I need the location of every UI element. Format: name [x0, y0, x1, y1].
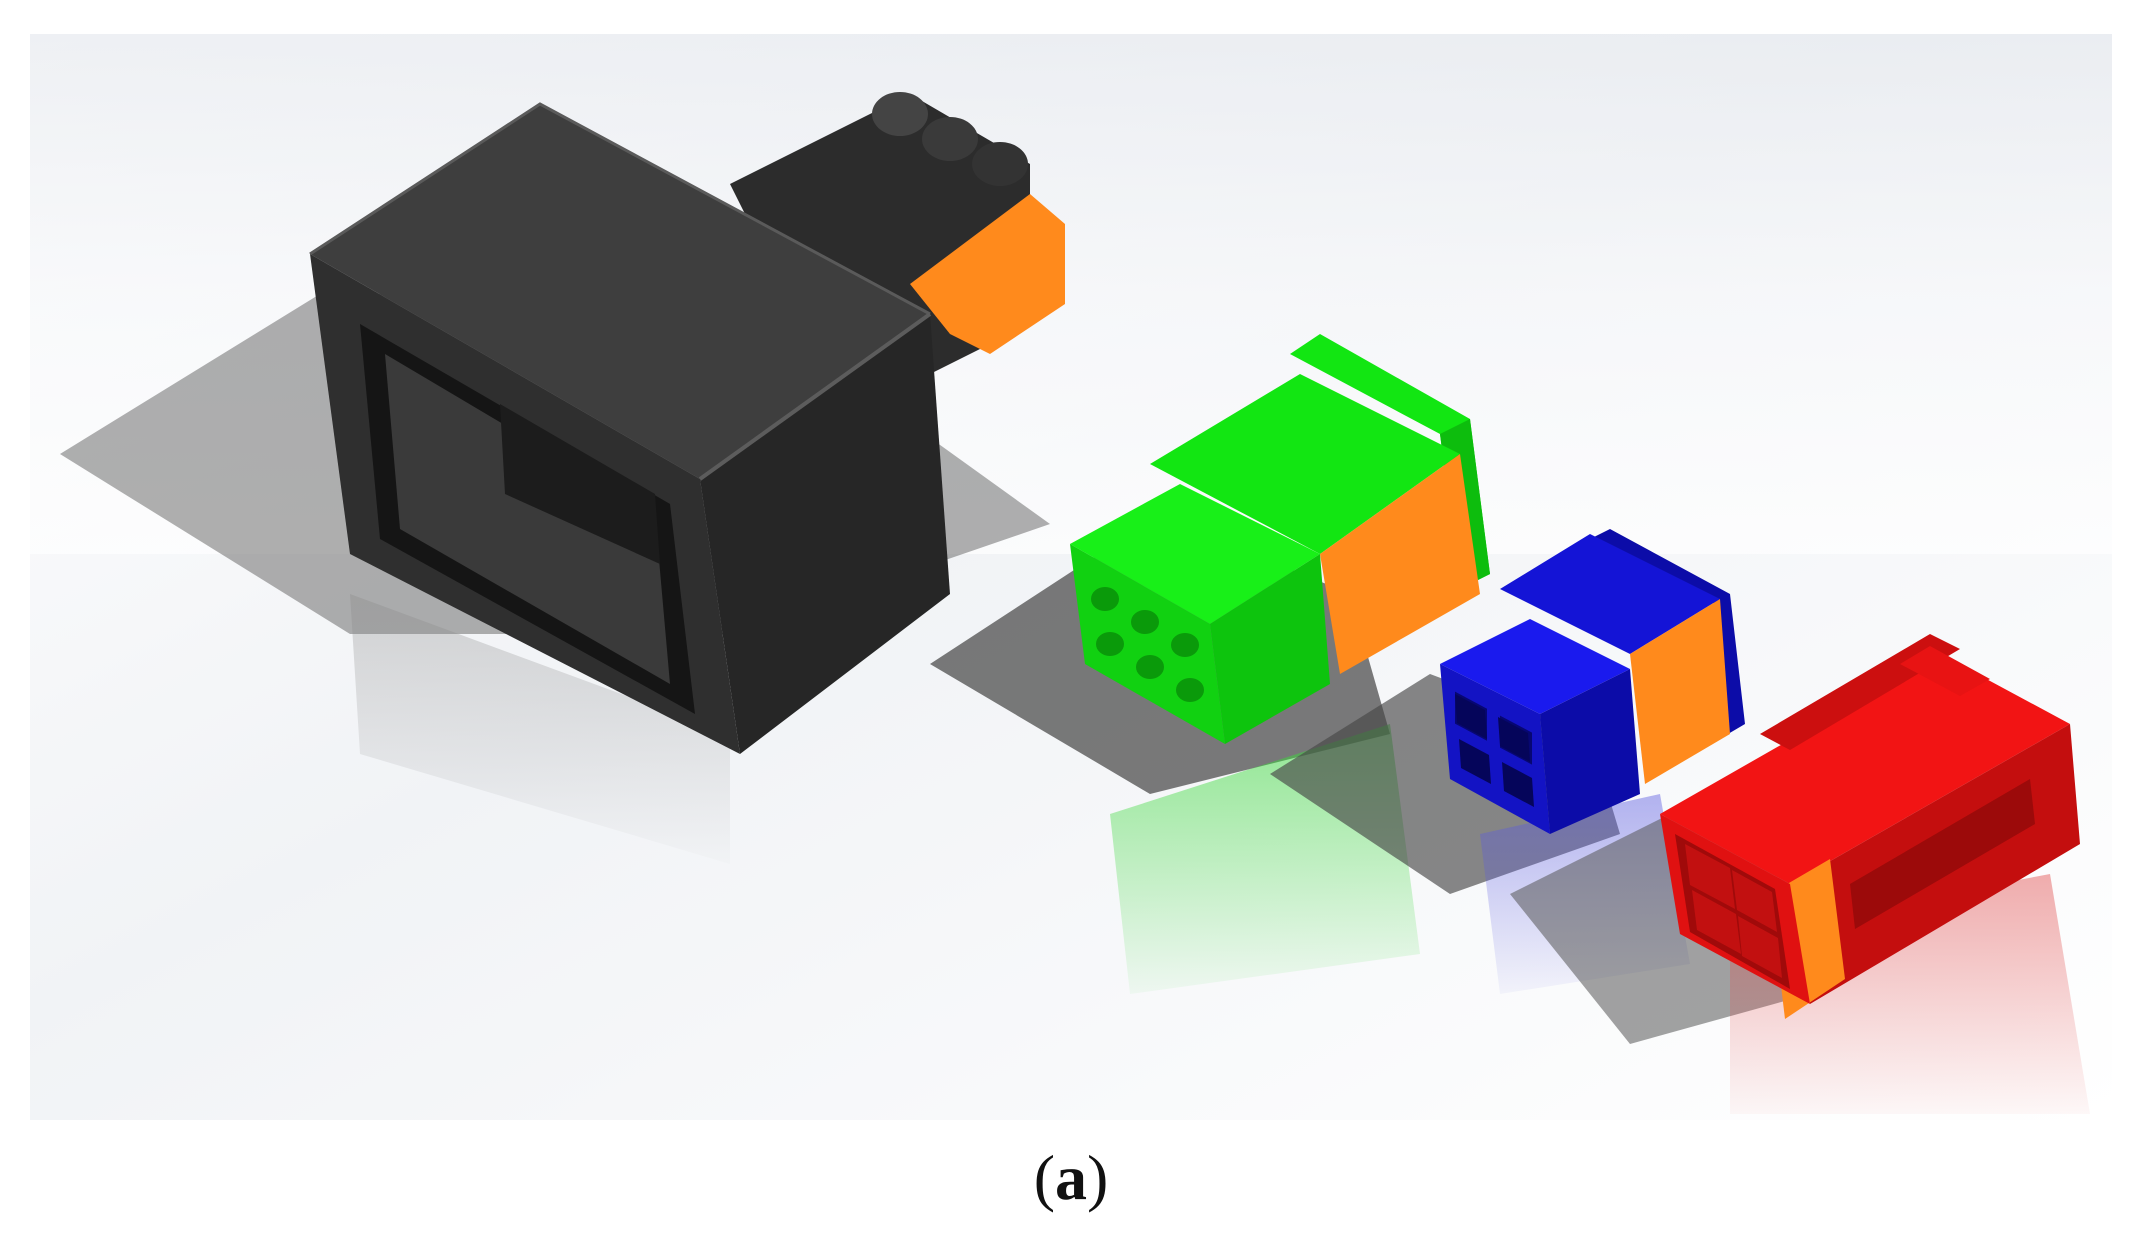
panel-label: (a) — [0, 1138, 2142, 1218]
panel-label-open: ( — [1033, 1142, 1055, 1213]
black-connector-housing-icon — [60, 92, 1065, 864]
panel-label-letter: a — [1055, 1142, 1087, 1213]
panel-label-close: ) — [1087, 1142, 1109, 1213]
cad-render — [30, 34, 2112, 1120]
red-4-pin-connector-icon — [1510, 634, 2090, 1114]
cad-render-viewport — [30, 34, 2112, 1120]
